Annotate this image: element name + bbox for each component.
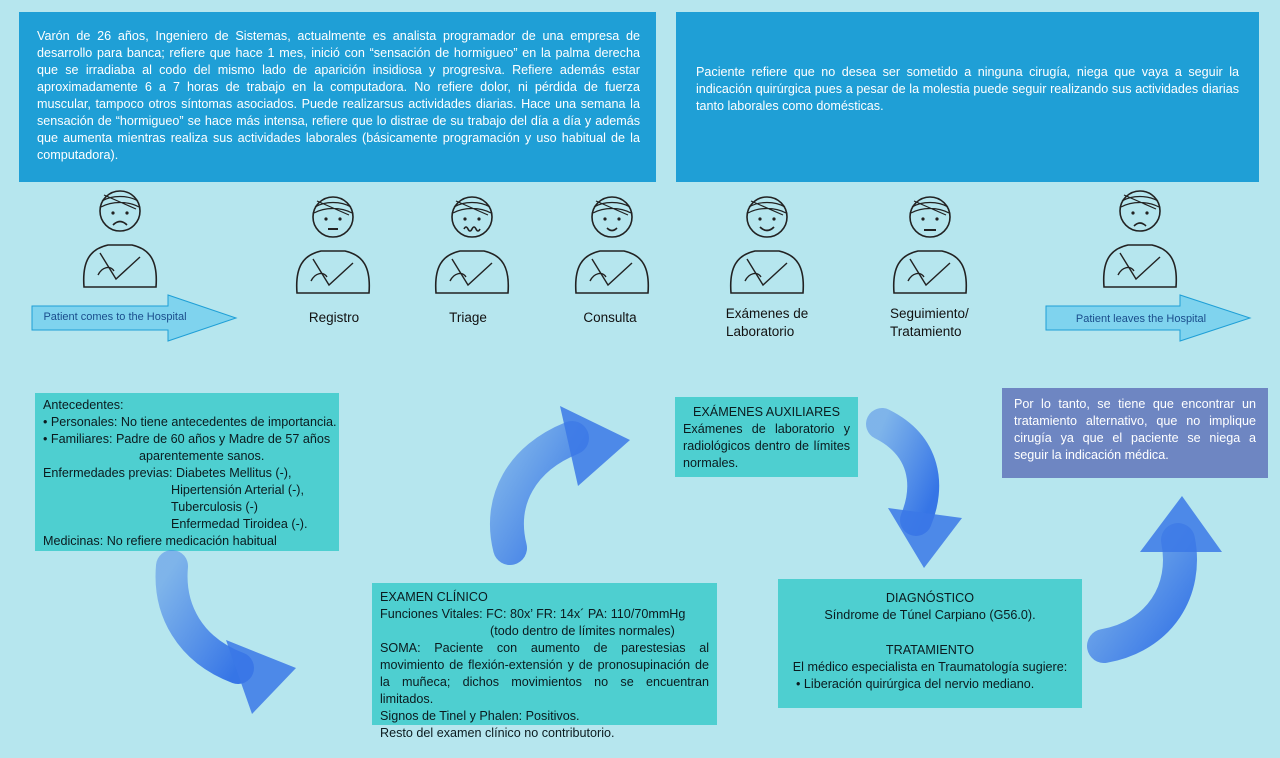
figure-triage xyxy=(434,196,510,294)
examen-clinico-box: EXAMEN CLÍNICO Funciones Vitales: FC: 80… xyxy=(372,583,717,740)
antecedentes-familiares-cont: aparentemente sanos. xyxy=(139,449,265,463)
resto-text: Resto del examen clínico no contributori… xyxy=(380,726,615,740)
diagnostico-box: DIAGNÓSTICO Síndrome de Túnel Carpiano (… xyxy=(778,579,1082,708)
enfermedades-previas: Enfermedades previas: Diabetes Mellitus … xyxy=(43,466,292,480)
stage-laboratorio: Exámenes de Laboratorio xyxy=(712,305,822,340)
figure-laboratorio xyxy=(729,196,805,294)
curved-arrow-1 xyxy=(155,550,296,714)
signos-text: Signos de Tinel y Phalen: Positivos. xyxy=(380,709,580,723)
figure-registro xyxy=(295,196,371,294)
figure-consulta xyxy=(574,196,650,294)
stage-registro: Registro xyxy=(308,310,360,325)
start-arrow xyxy=(31,294,238,342)
antecedentes-medicinas: Medicinas: No refiere medicación habitua… xyxy=(43,534,277,548)
patient-decision-box: Paciente refiere que no desea ser someti… xyxy=(676,12,1259,182)
case-summary-box: Varón de 26 años, Ingeniero de Sistemas,… xyxy=(19,12,656,182)
examenes-auxiliares-text: Exámenes de laboratorio y radiológicos d… xyxy=(683,422,850,470)
stage-laboratorio-line2: Laboratorio xyxy=(726,323,795,339)
enfermedad-item: Hipertensión Arterial (-), xyxy=(171,483,304,497)
conclusion-text: Por lo tanto, se tiene que encontrar un … xyxy=(1014,397,1256,462)
tratamiento-title: TRATAMIENTO xyxy=(885,643,975,657)
enfermedad-item: Tuberculosis (-) xyxy=(171,500,259,514)
enfermedad-item: Enfermedad Tiroidea (-). xyxy=(171,517,308,531)
antecedentes-title: Antecedentes: xyxy=(43,398,124,412)
patient-figures xyxy=(31,190,1252,342)
start-arrow-label: Patient comes to the Hospital xyxy=(43,311,187,323)
stage-triage: Triage xyxy=(449,310,487,325)
antecedentes-personales: • Personales: No tiene antecedentes de i… xyxy=(43,415,337,429)
end-arrow xyxy=(1045,294,1252,342)
end-arrow-label: Patient leaves the Hospital xyxy=(1075,313,1207,325)
stage-seguimiento-line1: Seguimiento/ xyxy=(890,306,969,321)
figure-departure xyxy=(1102,190,1178,288)
examenes-auxiliares-title: EXÁMENES AUXILIARES xyxy=(693,405,840,419)
patient-decision-text: Paciente refiere que no desea ser someti… xyxy=(696,65,1239,113)
tratamiento-item: • Liberación quirúrgica del nervio media… xyxy=(796,677,1035,691)
stage-seguimiento-line2: Tratamiento xyxy=(890,323,962,339)
stage-consulta: Consulta xyxy=(583,310,637,325)
examen-clinico-title: EXAMEN CLÍNICO xyxy=(380,590,488,604)
case-summary-text: Varón de 26 años, Ingeniero de Sistemas,… xyxy=(37,29,640,162)
tratamiento-text: El médico especialista en Traumatología … xyxy=(792,660,1068,674)
diagnostico-title: DIAGNÓSTICO xyxy=(885,591,975,605)
stage-laboratorio-line1: Exámenes de xyxy=(725,306,809,321)
conclusion-box: Por lo tanto, se tiene que encontrar un … xyxy=(1002,388,1268,478)
examenes-auxiliares-box: EXÁMENES AUXILIARES Exámenes de laborato… xyxy=(675,397,858,477)
figure-seguimiento xyxy=(892,196,968,294)
antecedentes-box: Antecedentes: • Personales: No tiene ant… xyxy=(35,393,339,551)
funciones-vitales-note: (todo dentro de límites normales) xyxy=(490,624,675,638)
funciones-vitales: Funciones Vitales: FC: 80x’ FR: 14x´ PA:… xyxy=(380,607,686,621)
stage-seguimiento: Seguimiento/ Tratamiento xyxy=(880,305,990,340)
figure-arrival xyxy=(82,190,158,288)
curved-arrow-4 xyxy=(1087,496,1222,663)
diagnostico-text: Síndrome de Túnel Carpiano (G56.0). xyxy=(824,608,1036,622)
antecedentes-familiares: • Familiares: Padre de 60 años y Madre d… xyxy=(43,432,331,446)
soma-text: SOMA: Paciente con aumento de parestesia… xyxy=(380,641,709,706)
